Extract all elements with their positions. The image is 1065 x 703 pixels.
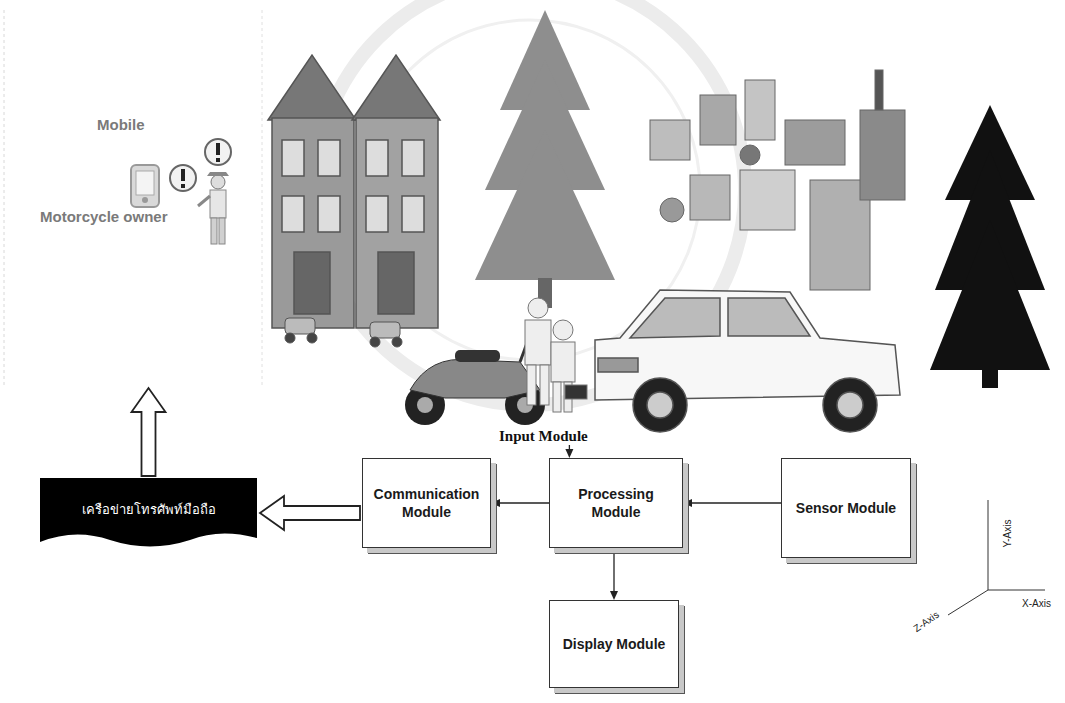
network-shape: เครือข่ายโทรศัพท์มือถือ (40, 478, 257, 548)
node-text: Input Module (497, 428, 590, 445)
block-arrow (260, 496, 360, 530)
node-text: เครือข่ายโทรศัพท์มือถือ (82, 499, 216, 520)
node-text: Processing Module (556, 485, 676, 521)
process-box: Sensor Module (781, 458, 911, 558)
arrow-connector (491, 499, 549, 507)
node-text: Mobile (97, 116, 145, 133)
node-text: Motorcycle owner (40, 208, 168, 225)
axis-label: Y-Axis (1002, 520, 1013, 548)
arrow-connector (610, 548, 618, 600)
mobile-panel: MobileMotorcycle owner (0, 0, 265, 385)
input-label: Input Module (497, 428, 590, 445)
process-box: Display Module (549, 600, 679, 688)
process-box: Communication Module (362, 458, 491, 548)
axis-label: X-Axis (1022, 598, 1051, 609)
block-arrow (132, 388, 166, 476)
node-text: Display Module (563, 635, 666, 653)
node-text: Communication Module (369, 485, 484, 521)
node-text: Sensor Module (796, 499, 896, 517)
axis-label: Z-Axis (911, 609, 941, 634)
process-box: Processing Module (549, 458, 683, 548)
arrow-connector (565, 445, 573, 458)
arrow-connector (683, 499, 781, 507)
